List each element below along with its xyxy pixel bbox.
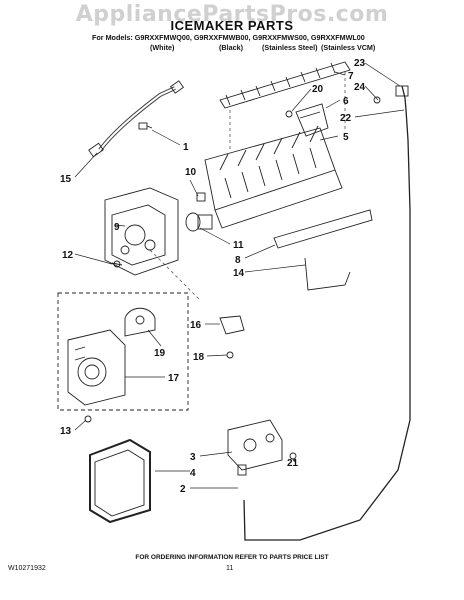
- ejector-part: [219, 61, 351, 109]
- wire-harness-part: [88, 80, 185, 158]
- screw-part-13: [84, 415, 92, 423]
- motor-part: [124, 307, 156, 337]
- callout-24: 24: [354, 82, 366, 93]
- control-module-part: [67, 329, 126, 406]
- callout-18: 18: [193, 352, 205, 363]
- callout-1: 1: [183, 142, 189, 153]
- callout-12: 12: [62, 250, 74, 261]
- callout-22: 22: [340, 113, 352, 124]
- water-valve-part: [227, 419, 283, 476]
- callout-13: 13: [60, 426, 72, 437]
- callout-20: 20: [312, 84, 324, 95]
- variant-stainless-vcm: (Stainless VCM): [321, 43, 376, 52]
- callout-10: 10: [185, 167, 197, 178]
- control-housing-part: [104, 187, 179, 276]
- callout-2: 2: [180, 484, 186, 495]
- callout-21: 21: [287, 458, 299, 469]
- ice-mold-part: [204, 125, 343, 229]
- callout-19: 19: [154, 348, 166, 359]
- screw-part-18: [226, 351, 234, 359]
- callout-3: 3: [190, 452, 196, 463]
- ordering-note: FOR ORDERING INFORMATION REFER TO PARTS …: [135, 554, 329, 561]
- motor-assembly-box: [57, 292, 189, 411]
- thermostat-part: [185, 212, 213, 232]
- shutoff-arm-part: [273, 209, 373, 249]
- fill-tube-part: [243, 85, 411, 541]
- wire-arm-part: [304, 257, 351, 291]
- variant-black: (Black): [219, 43, 243, 52]
- callout-6: 6: [343, 96, 349, 107]
- callout-7: 7: [348, 71, 354, 82]
- callout-4: 4: [190, 468, 196, 479]
- page-title: ICEMAKER PARTS: [170, 18, 294, 33]
- callout-9: 9: [114, 222, 120, 233]
- callout-23: 23: [354, 58, 366, 69]
- screw-part-12: [111, 260, 123, 268]
- callout-11: 11: [233, 240, 244, 251]
- callout-17: 17: [168, 373, 180, 384]
- callout-labels: 1 2 3 4 5 6 7 8 9 10 11 12 13 14 15 16 1…: [60, 58, 366, 495]
- page-number: 11: [226, 565, 234, 572]
- screw-part-1: [138, 122, 153, 130]
- callout-15: 15: [60, 174, 72, 185]
- models-line: For Models: G9RXXFMWQ00, G9RXXFMWB00, G9…: [92, 33, 365, 42]
- screw-part-10: [196, 192, 206, 202]
- variant-stainless-steel: (Stainless Steel): [262, 43, 318, 52]
- screw-part-20: [285, 110, 293, 118]
- callout-8: 8: [235, 255, 241, 266]
- callout-5: 5: [343, 132, 349, 143]
- document-number: W10271932: [8, 565, 46, 572]
- clamp-part: [219, 315, 245, 335]
- variant-white: (White): [150, 43, 175, 52]
- watermark: AppliancePartsPros.com: [75, 2, 389, 27]
- cover-part-6: [295, 103, 329, 137]
- callout-14: 14: [233, 268, 245, 279]
- pad-part: [89, 438, 151, 524]
- callout-16: 16: [190, 320, 202, 331]
